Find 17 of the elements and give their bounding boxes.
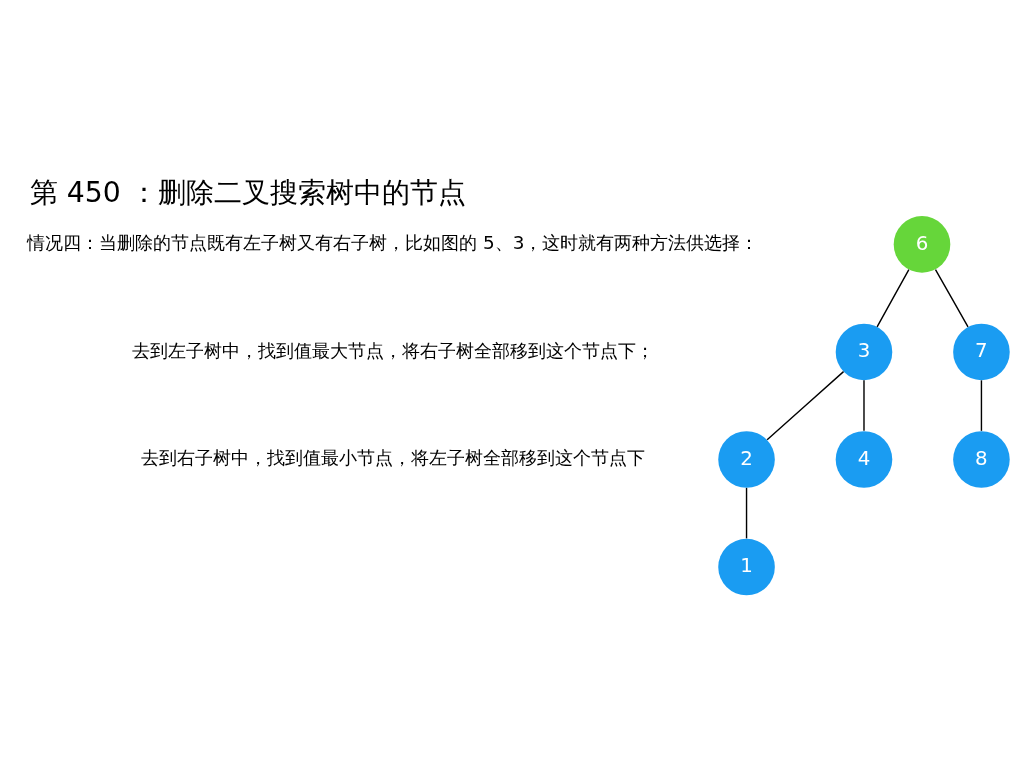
connector (980, 379, 983, 432)
node-circle: 7 (953, 323, 1010, 380)
node-circle: 3 (835, 323, 893, 380)
label: 去到右子树中，找到值最小节点，将左子树全部移到这个节点下 (140, 446, 645, 468)
node-circle: 8 (953, 430, 1010, 488)
connector (876, 268, 910, 328)
label: 去到左子树中，找到值最大节点，将右子树全部移到这个节点下； (131, 339, 654, 361)
connector (745, 486, 748, 539)
connector (766, 370, 845, 440)
diagram-title: 第 450 ：删除二叉搜索树中的节点 (29, 175, 466, 209)
node-circle: 1 (718, 538, 775, 595)
node-circle: 2 (718, 430, 775, 488)
connector (863, 379, 865, 432)
label: 情况四：当删除的节点既有左子树又有右子树，比如图的 5、3，这时就有两种方法供选择： (27, 231, 759, 253)
connector (934, 268, 969, 328)
node-circle: 6 (893, 215, 951, 273)
node-circle: 4 (835, 430, 893, 488)
